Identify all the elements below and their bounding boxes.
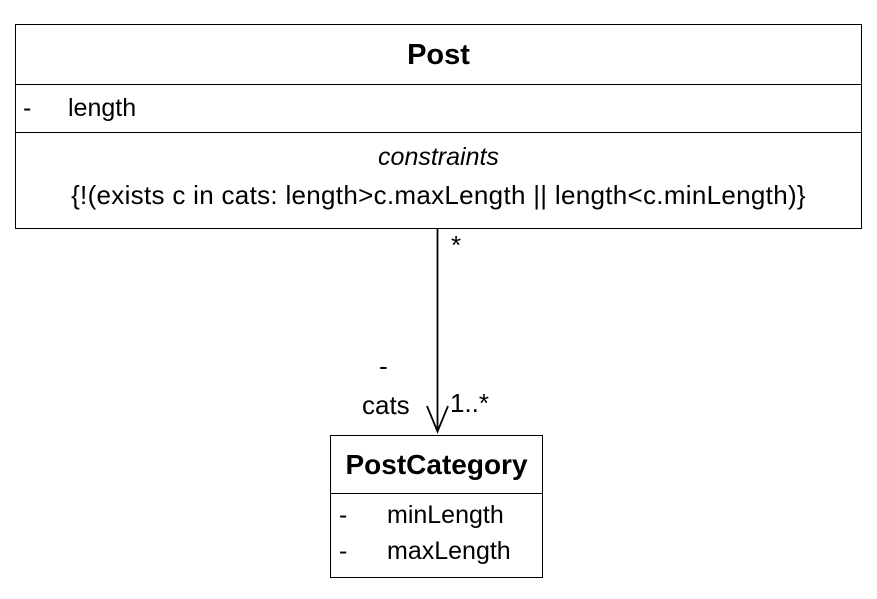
constraint-expression: {!(exists c in cats: length>c.maxLength … [71, 179, 806, 210]
class-title-post: Post [16, 25, 861, 85]
attribute-name: length [68, 93, 137, 122]
constraints-compartment: constraints {!(exists c in cats: length>… [16, 133, 861, 215]
role-name-label: cats [362, 390, 410, 420]
source-multiplicity-label: * [451, 230, 462, 260]
attribute-row-maxlength: - maxLength [331, 534, 542, 570]
role-visibility-label: - [379, 351, 388, 381]
visibility-symbol: - [339, 501, 348, 529]
attribute-name: maxLength [387, 537, 511, 565]
attributes-compartment: - minLength - maxLength [331, 494, 542, 570]
visibility-symbol: - [23, 93, 32, 122]
target-multiplicity-label: 1..* [450, 388, 490, 418]
class-box-post[interactable]: Post - length constraints {!(exists c in… [15, 24, 862, 229]
class-title-postcategory: PostCategory [331, 436, 542, 494]
attribute-row-minlength: - minLength [331, 498, 542, 534]
attribute-row-length: - length [16, 85, 861, 133]
attribute-name: minLength [387, 501, 504, 529]
class-box-postcategory[interactable]: PostCategory - minLength - maxLength [330, 435, 543, 578]
arrowhead-open-icon [426, 405, 449, 434]
constraints-heading: constraints [378, 142, 499, 171]
visibility-symbol: - [339, 537, 348, 565]
